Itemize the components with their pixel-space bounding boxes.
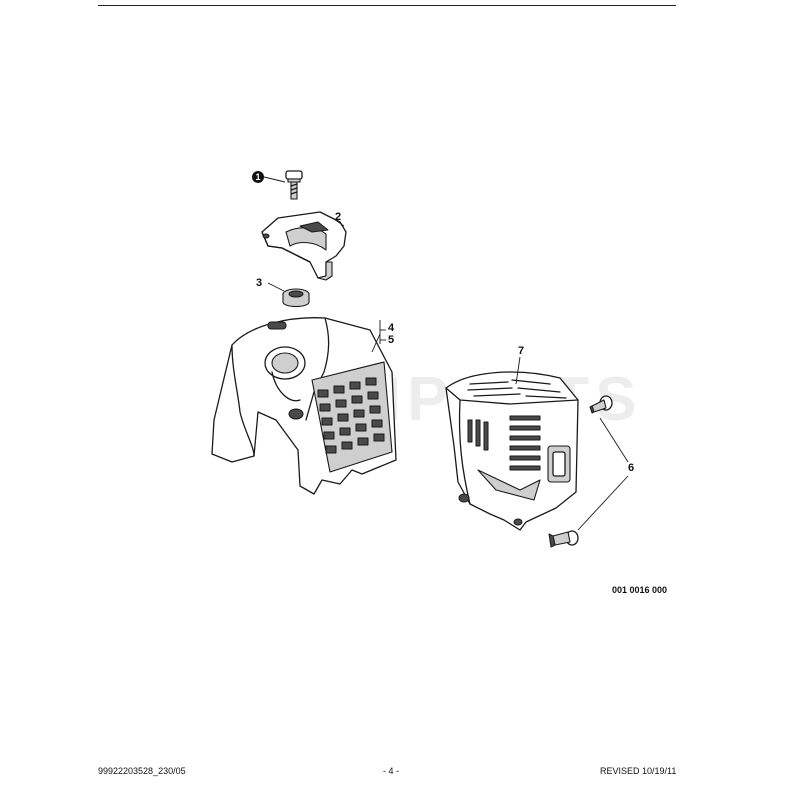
cover-vent-grille: [311, 361, 393, 473]
callout-7: 7: [518, 345, 525, 357]
callout-4: 4: [388, 322, 395, 334]
callout-6: 6: [628, 462, 635, 474]
part-1-screw: [285, 170, 303, 200]
muffler-side-slots: [467, 415, 541, 471]
muffler-top-slots: [467, 379, 567, 399]
part-2-bracket: [261, 211, 347, 281]
footer-revision-date: REVISED 10/19/11: [600, 766, 677, 776]
callout-3: 3: [256, 277, 263, 289]
part-6-screw-lower: [548, 530, 579, 548]
part-4-5-engine-cover: [211, 317, 397, 495]
leader-lines: [263, 176, 629, 531]
callout-5: 5: [388, 334, 395, 346]
footer-document-code: 99922203528_230/05: [98, 766, 186, 776]
part-7-muffler-shield: [445, 371, 579, 531]
drawing-number: 001 0016 000: [612, 585, 668, 595]
callout-1: 1: [252, 171, 264, 183]
part-3-grommet: [282, 288, 310, 308]
footer-page-number: - 4 -: [383, 766, 400, 776]
top-rule: [98, 5, 676, 6]
callout-2: 2: [335, 211, 342, 223]
part-6-screw-upper: [589, 395, 613, 414]
